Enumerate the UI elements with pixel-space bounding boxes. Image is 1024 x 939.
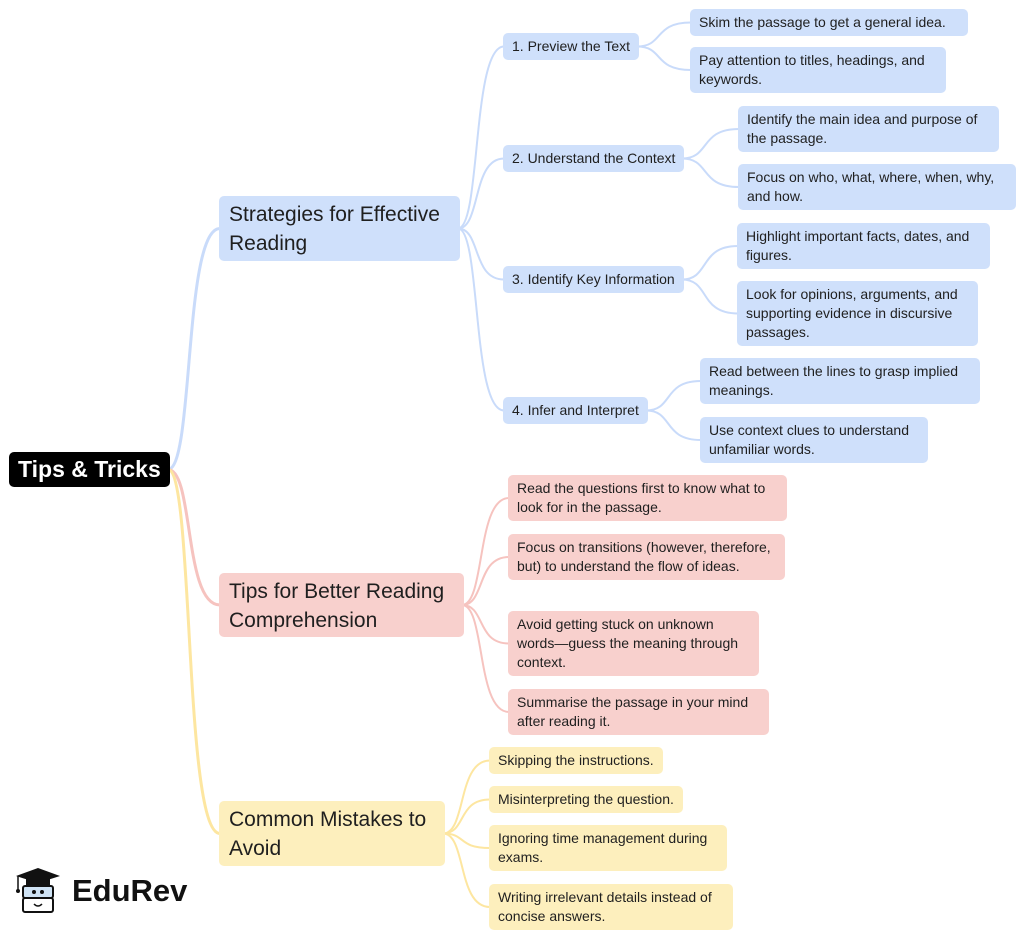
leaf-node: Avoid getting stuck on unknown words—gue…	[508, 611, 759, 676]
leaf-node: Read between the lines to grasp implied …	[700, 358, 980, 404]
leaf-node: Writing irrelevant details instead of co…	[489, 884, 733, 930]
logo-text: EduRev	[72, 873, 188, 908]
connector-line	[167, 468, 221, 607]
leaf-node: Use context clues to understand unfamili…	[700, 417, 928, 463]
edurev-logo: EduRev	[12, 858, 212, 924]
sub-preview-text: 1. Preview the Text	[503, 33, 640, 60]
root-node: Tips & Tricks	[9, 452, 170, 487]
connector-line	[442, 759, 491, 835]
leaf-node: Pay attention to titles, headings, and k…	[690, 47, 946, 93]
sub-identify-key-info: 3. Identify Key Information	[503, 266, 684, 293]
connector-line	[645, 409, 702, 441]
connector-line	[461, 497, 510, 606]
connector-line	[681, 128, 740, 160]
branch-tips: Tips for Better Reading Comprehension	[219, 573, 464, 637]
sub-infer-interpret: 4. Infer and Interpret	[503, 397, 648, 424]
connector-line	[681, 157, 740, 188]
leaf-node: Skim the passage to get a general idea.	[690, 9, 968, 36]
leaf-node: Skipping the instructions.	[489, 747, 663, 774]
connector-line	[457, 45, 505, 230]
leaf-node: Ignoring time management during exams.	[489, 825, 727, 871]
connector-line	[457, 157, 505, 230]
graduation-cap-mascot-icon	[16, 868, 60, 913]
connector-line	[442, 798, 491, 835]
connector-line	[645, 380, 702, 412]
connector-line	[167, 227, 221, 471]
connector-line	[461, 556, 510, 606]
connector-line	[681, 245, 739, 281]
connector-line	[442, 832, 491, 849]
leaf-node: Read the questions first to know what to…	[508, 475, 787, 521]
connector-line	[442, 832, 491, 908]
connector-line	[461, 604, 510, 645]
sub-understand-context: 2. Understand the Context	[503, 145, 685, 172]
connector-line	[636, 21, 692, 48]
connector-line	[457, 227, 505, 412]
connector-line	[636, 45, 692, 71]
branch-mistakes: Common Mistakes to Avoid	[219, 801, 445, 866]
leaf-node: Focus on who, what, where, when, why, an…	[738, 164, 1016, 210]
branch-strategies: Strategies for Effective Reading	[219, 196, 460, 261]
leaf-node: Focus on transitions (however, therefore…	[508, 534, 785, 580]
leaf-node: Misinterpreting the question.	[489, 786, 683, 813]
connector-line	[461, 604, 510, 713]
connector-line	[681, 278, 739, 315]
leaf-node: Summarise the passage in your mind after…	[508, 689, 769, 735]
leaf-node: Identify the main idea and purpose of th…	[738, 106, 999, 152]
leaf-node: Look for opinions, arguments, and suppor…	[737, 281, 978, 346]
connector-line	[457, 227, 505, 281]
leaf-node: Highlight important facts, dates, and fi…	[737, 223, 990, 269]
connector-line	[167, 468, 221, 835]
